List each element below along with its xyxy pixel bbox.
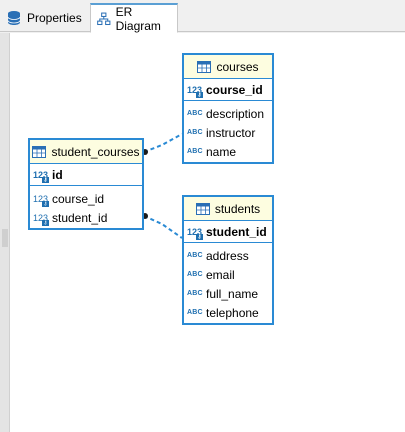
string-type-icon: ABC bbox=[187, 129, 203, 136]
string-type-icon: ABC bbox=[187, 148, 203, 155]
column-name: description bbox=[206, 106, 265, 121]
database-icon bbox=[7, 10, 21, 25]
string-type-icon: ABC bbox=[187, 309, 203, 316]
column-name: telephone bbox=[206, 305, 259, 320]
column-name: course_id bbox=[52, 191, 105, 206]
entity-title: students bbox=[214, 201, 261, 216]
entity-title: student_courses bbox=[51, 144, 140, 159]
numeric-foreign-key-icon: 123⚷ bbox=[33, 212, 49, 226]
entity-header: student_courses bbox=[30, 140, 142, 164]
table-icon bbox=[195, 202, 210, 215]
string-type-icon: ABC bbox=[187, 271, 203, 278]
column-name: address bbox=[206, 248, 249, 263]
string-type-icon: ABC bbox=[187, 110, 203, 117]
column-name: id bbox=[52, 167, 63, 182]
left-gutter bbox=[0, 33, 10, 432]
entity-header: courses bbox=[184, 55, 272, 79]
numeric-key-icon: 123⚷ bbox=[187, 84, 203, 98]
tab-properties-label: Properties bbox=[27, 10, 82, 25]
table-icon bbox=[32, 145, 47, 158]
primary-key-row[interactable]: 123⚷ course_id bbox=[184, 79, 272, 101]
string-type-icon: ABC bbox=[187, 252, 203, 259]
column-name: name bbox=[206, 144, 237, 159]
entity-title: courses bbox=[216, 59, 259, 74]
column-name: full_name bbox=[206, 286, 259, 301]
column-name: email bbox=[206, 267, 235, 282]
column-name: student_id bbox=[52, 210, 108, 225]
column-name: instructor bbox=[206, 125, 256, 140]
link-student-courses-to-students[interactable] bbox=[143, 215, 183, 239]
column-row[interactable]: 123⚷student_id bbox=[30, 208, 142, 227]
numeric-key-icon: 123⚷ bbox=[33, 169, 49, 183]
entity-student-courses[interactable]: student_courses 123⚷ id 123⚷course_id 12… bbox=[28, 138, 144, 230]
gutter-marker bbox=[2, 229, 8, 247]
entity-header: students bbox=[184, 197, 272, 221]
primary-key-row[interactable]: 123⚷ student_id bbox=[184, 221, 272, 243]
string-type-icon: ABC bbox=[187, 290, 203, 297]
numeric-foreign-key-icon: 123⚷ bbox=[33, 193, 49, 207]
column-name: student_id bbox=[206, 224, 267, 239]
er-diagram-icon bbox=[97, 12, 111, 25]
table-icon bbox=[197, 60, 212, 73]
column-name: course_id bbox=[206, 82, 263, 97]
editor-tab-bar: Properties ER Diagram bbox=[0, 0, 405, 33]
tab-properties[interactable]: Properties bbox=[0, 3, 90, 32]
column-row[interactable]: 123⚷course_id bbox=[30, 189, 142, 208]
tab-er-diagram-label: ER Diagram bbox=[115, 4, 161, 33]
link-student-courses-to-courses[interactable] bbox=[143, 133, 183, 153]
tab-er-diagram[interactable]: ER Diagram bbox=[90, 3, 178, 33]
numeric-key-icon: 123⚷ bbox=[187, 226, 203, 240]
primary-key-row[interactable]: 123⚷ id bbox=[30, 164, 142, 186]
